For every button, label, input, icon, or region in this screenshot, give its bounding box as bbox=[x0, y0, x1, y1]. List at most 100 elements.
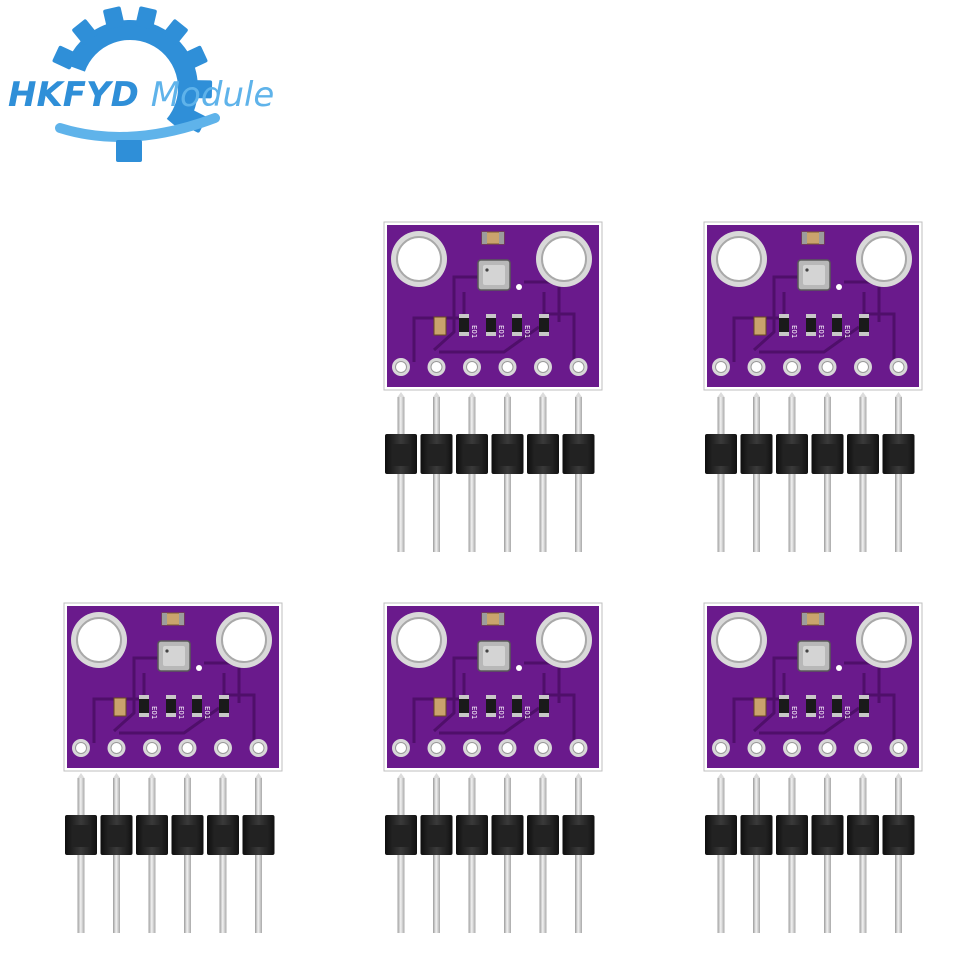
smd-component bbox=[459, 695, 469, 717]
header-pin bbox=[397, 778, 405, 933]
pin-tip bbox=[717, 773, 725, 778]
fiducial-mark bbox=[196, 665, 202, 671]
pin-header bbox=[705, 434, 915, 474]
pin-hole bbox=[892, 742, 905, 754]
pin-hole bbox=[181, 742, 194, 754]
pin-hole bbox=[892, 361, 905, 373]
smd-pad bbox=[486, 695, 496, 699]
header-block-face bbox=[463, 444, 481, 466]
capacitor-cap bbox=[499, 613, 504, 625]
header-pin bbox=[148, 778, 156, 933]
smd-component bbox=[512, 314, 522, 336]
smd-pad bbox=[459, 695, 469, 699]
capacitor-cap bbox=[802, 232, 807, 244]
pin-tip bbox=[433, 392, 440, 397]
header-block-face bbox=[392, 444, 410, 466]
pin-hole bbox=[75, 742, 87, 754]
smd-pad bbox=[219, 713, 229, 717]
pin-tip bbox=[397, 392, 405, 397]
smd-pad bbox=[806, 332, 816, 336]
brand-logo: HKFYD Module bbox=[8, 6, 274, 162]
pin-hole bbox=[466, 361, 478, 373]
gear-tooth bbox=[116, 140, 142, 162]
header-block-face bbox=[534, 444, 552, 466]
pin-hole bbox=[430, 361, 443, 373]
sensor-chip-lid bbox=[483, 265, 505, 285]
smd-pad bbox=[459, 713, 469, 717]
smd-pad bbox=[859, 314, 869, 318]
sensor-chip-lid bbox=[483, 646, 505, 666]
header-pin bbox=[575, 778, 582, 933]
pin-header bbox=[705, 815, 915, 855]
gear-swoosh bbox=[55, 113, 220, 142]
mounting-hole bbox=[541, 236, 587, 282]
pin-hole bbox=[715, 361, 727, 373]
capacitor bbox=[433, 697, 447, 717]
silkscreen-label: E01 bbox=[470, 706, 478, 719]
capacitor-cap bbox=[482, 232, 487, 244]
smd-pad bbox=[512, 695, 522, 699]
smd-pad bbox=[806, 314, 816, 318]
capacitor bbox=[433, 316, 447, 336]
sensor-chip-lid bbox=[803, 646, 825, 666]
sensor-chip-lid bbox=[803, 265, 825, 285]
fiducial-mark bbox=[836, 665, 842, 671]
pin-tip bbox=[575, 773, 582, 778]
header-pin bbox=[539, 778, 547, 933]
capacitor-cap bbox=[482, 613, 487, 625]
smd-pad bbox=[859, 713, 869, 717]
sensor-vent bbox=[485, 268, 489, 272]
smd-pad bbox=[139, 713, 149, 717]
gear-tooth bbox=[191, 80, 213, 99]
header-block-face bbox=[854, 444, 872, 466]
header-block-face bbox=[214, 825, 232, 847]
smd-pad bbox=[832, 695, 842, 699]
silkscreen-label: E01 bbox=[843, 325, 851, 338]
fiducial-mark bbox=[836, 284, 842, 290]
header-pins bbox=[397, 773, 582, 933]
header-block-face bbox=[818, 444, 837, 466]
trace bbox=[752, 656, 799, 733]
pin-tip bbox=[468, 773, 476, 778]
smd-pad bbox=[512, 332, 522, 336]
header-pin bbox=[859, 778, 867, 933]
pin-tip bbox=[113, 773, 120, 778]
smd-component bbox=[832, 695, 842, 717]
header-block-face bbox=[783, 444, 801, 466]
header-pin bbox=[717, 397, 725, 552]
trace bbox=[112, 656, 159, 733]
fiducial-mark bbox=[516, 284, 522, 290]
header-pin bbox=[539, 397, 547, 552]
pin-hole bbox=[501, 361, 514, 373]
logo-text-part: HKFYD bbox=[8, 75, 151, 115]
header-pin bbox=[824, 778, 831, 933]
pin-tip bbox=[895, 392, 902, 397]
pin-hole bbox=[252, 742, 265, 754]
pin-tip bbox=[753, 773, 760, 778]
smd-pad bbox=[806, 713, 816, 717]
pin-hole bbox=[537, 361, 549, 373]
pin-tip bbox=[753, 392, 760, 397]
pin-hole bbox=[572, 361, 585, 373]
pin-tip bbox=[255, 773, 262, 778]
smd-pad bbox=[859, 695, 869, 699]
header-block-face bbox=[712, 444, 730, 466]
gear-tooth bbox=[103, 6, 125, 30]
trace bbox=[432, 275, 479, 352]
header-block-face bbox=[569, 825, 588, 847]
pin-tip bbox=[219, 773, 227, 778]
smd-pad bbox=[486, 332, 496, 336]
pin-tip bbox=[539, 392, 547, 397]
mounting-hole bbox=[396, 617, 442, 663]
gear-tooth bbox=[72, 19, 98, 45]
pin-hole bbox=[395, 742, 407, 754]
smd-pad bbox=[832, 332, 842, 336]
